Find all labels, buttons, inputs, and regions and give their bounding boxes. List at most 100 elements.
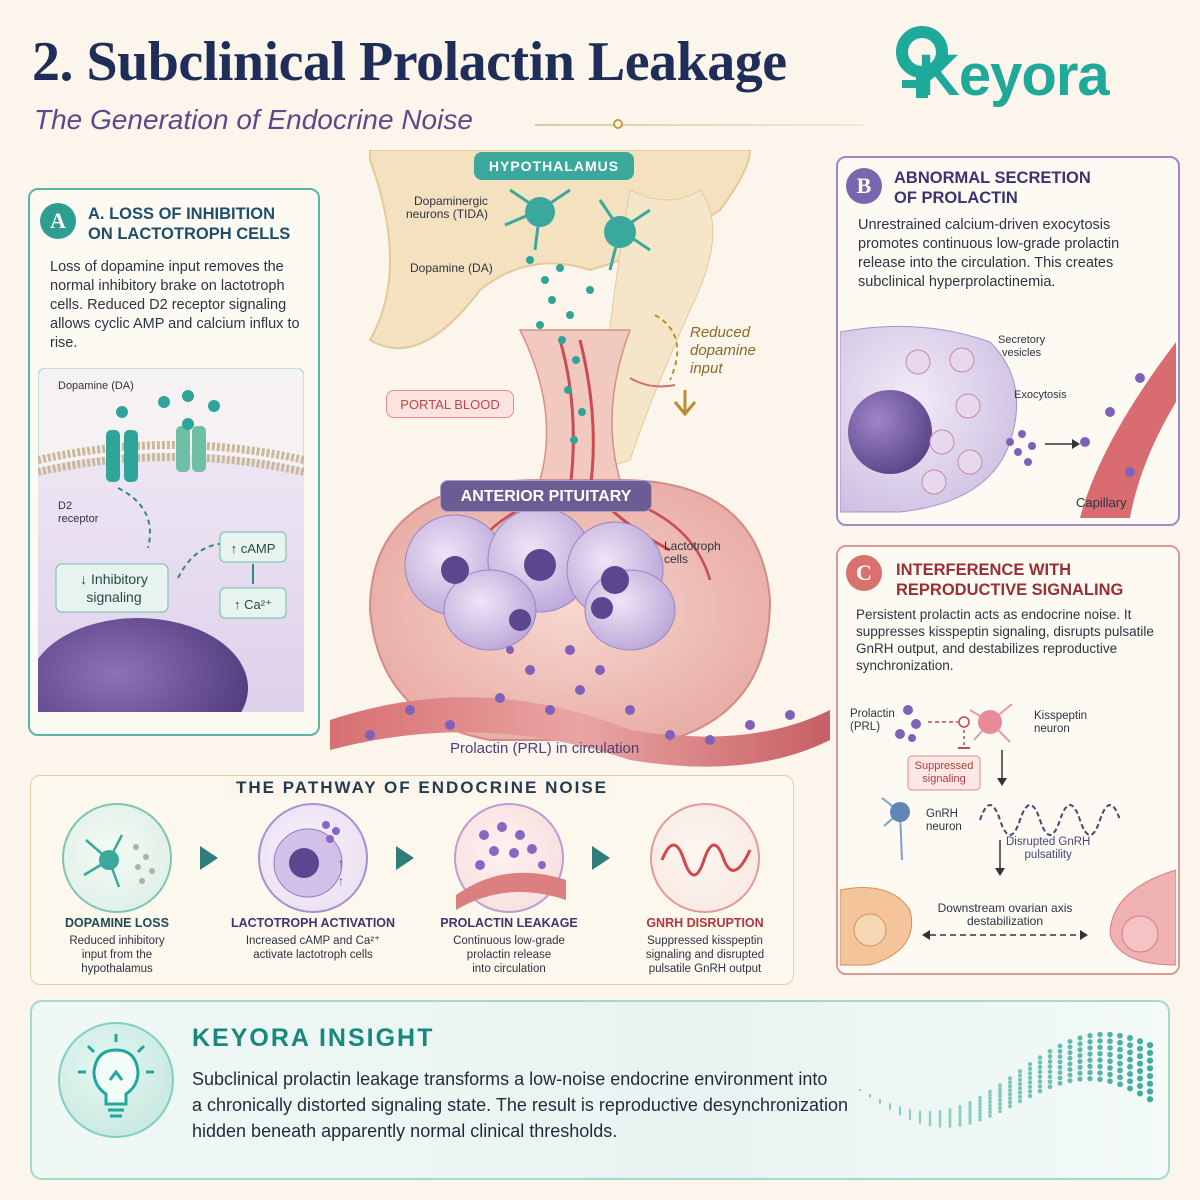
decorative-dot (1037, 1074, 1043, 1079)
decorative-dot (1027, 1071, 1033, 1076)
decorative-dot (988, 1110, 992, 1115)
decorative-dot (1027, 1089, 1033, 1094)
decorative-dot (978, 1098, 982, 1103)
decorative-dot (869, 1095, 871, 1097)
subtitle-divider-dot (613, 119, 623, 129)
decorative-dot (869, 1094, 871, 1097)
decorative-dot (1037, 1055, 1043, 1060)
decorative-dot (1107, 1078, 1113, 1085)
decorative-dot (1087, 1045, 1093, 1051)
decorative-dot (938, 1118, 942, 1122)
decorative-dot (968, 1118, 972, 1122)
decorative-dot (1057, 1070, 1063, 1076)
decorative-dot (1127, 1056, 1133, 1063)
decorative-dot (1017, 1081, 1023, 1087)
decorative-dot (1077, 1041, 1083, 1047)
decorative-dot (1077, 1053, 1083, 1059)
capillary-label: Capillary (1076, 495, 1127, 510)
decorative-dot (1027, 1093, 1033, 1099)
decorative-dot (1107, 1065, 1113, 1071)
decorative-dot (1027, 1080, 1033, 1085)
decorative-dot (1136, 1060, 1144, 1067)
decorative-dot (1097, 1076, 1103, 1083)
decorative-dot (859, 1089, 861, 1091)
decorative-dot (908, 1108, 912, 1112)
decorative-dot (1027, 1084, 1033, 1090)
decorative-dot (1047, 1054, 1053, 1059)
decorative-dot (938, 1124, 942, 1128)
decorative-dot (1017, 1073, 1023, 1078)
decorative-dot (1037, 1079, 1043, 1084)
decorative-dot (928, 1123, 932, 1127)
decorative-dot (908, 1112, 912, 1116)
portal-blood-label: PORTAL BLOOD (386, 390, 514, 418)
decorative-dot (948, 1110, 952, 1114)
prolactin-circulation-label: Prolactin (PRL) in circulation (450, 740, 640, 757)
decorative-dot (958, 1110, 962, 1114)
decorative-dot (1057, 1054, 1063, 1060)
decorative-dot (948, 1115, 952, 1119)
decorative-dot (958, 1115, 962, 1119)
decorative-dot (1027, 1066, 1033, 1071)
decorative-dot (908, 1116, 912, 1120)
decorative-dot (879, 1101, 881, 1104)
decorative-dot (1127, 1035, 1133, 1041)
decorative-dot (879, 1100, 881, 1103)
decorative-dot (948, 1117, 952, 1121)
decorative-dot (1037, 1060, 1043, 1065)
decorative-dot (918, 1116, 922, 1120)
decorative-dot (998, 1101, 1002, 1106)
decorative-dot (1097, 1070, 1103, 1076)
decorative-dot (938, 1114, 942, 1118)
decorative-wave-dots (859, 1031, 1154, 1128)
decorative-dot (978, 1118, 982, 1122)
stage-gnrh-disruption-icon (650, 803, 760, 913)
decorative-dot (938, 1122, 942, 1126)
decorative-dot (1017, 1086, 1023, 1091)
decorative-dot (1146, 1042, 1154, 1049)
keyora-logo-icon (896, 26, 948, 98)
panel-a-text: Loss of dopamine input removes the norma… (50, 259, 300, 351)
decorative-dot (1067, 1055, 1073, 1061)
decorative-dot (978, 1114, 982, 1119)
exocytosis-label: Exocytosis (1014, 389, 1067, 401)
panel-c-illustration (840, 703, 1176, 966)
decorative-dot (938, 1116, 942, 1120)
decorative-dot (958, 1118, 962, 1122)
decorative-dot (859, 1089, 861, 1091)
decorative-dot (1008, 1092, 1012, 1097)
panel-a-dopamine-label: Dopamine (DA) (58, 380, 134, 392)
decorative-dot (928, 1121, 932, 1125)
decorative-dot (1057, 1048, 1063, 1054)
decorative-dot (918, 1115, 922, 1118)
decorative-dot (968, 1109, 972, 1114)
panel-b-text: Unrestrained calcium-driven exocytosis p… (858, 217, 1120, 290)
decorative-dot (1067, 1050, 1073, 1056)
decorative-dot (1117, 1081, 1123, 1088)
decorative-dot (888, 1104, 892, 1107)
decorative-dot (1008, 1096, 1012, 1101)
decorative-dot (998, 1098, 1002, 1102)
decorative-dot (978, 1105, 982, 1109)
decorative-dot (1097, 1063, 1103, 1070)
decorative-dot (1047, 1074, 1053, 1080)
decorative-dot (1087, 1057, 1093, 1063)
panel-c-badge: C (846, 555, 882, 591)
decorative-dot (978, 1108, 982, 1113)
decorative-dot (928, 1120, 932, 1123)
decorative-dot (1017, 1094, 1023, 1099)
decorative-dot (1146, 1049, 1154, 1056)
decorative-dot (1008, 1076, 1012, 1081)
decorative-dot (1077, 1035, 1083, 1041)
decorative-dot (898, 1111, 902, 1114)
decorative-dot (869, 1095, 871, 1098)
decorative-dot (1117, 1060, 1123, 1067)
decorative-dot (918, 1113, 922, 1117)
decorative-dot (1097, 1031, 1103, 1038)
decorative-dot (1047, 1049, 1053, 1054)
decorative-dot (1037, 1088, 1043, 1094)
decorative-dot (948, 1108, 952, 1112)
